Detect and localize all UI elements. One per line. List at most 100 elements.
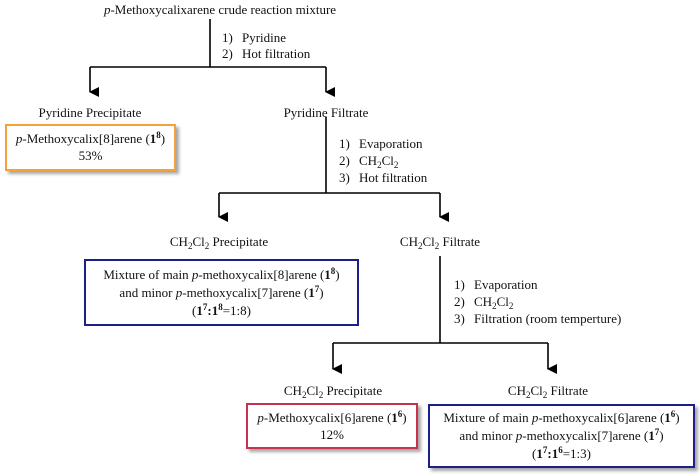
- formula-subscript: 2: [377, 160, 382, 170]
- step-list-2-item-2: 2)CH2Cl2: [339, 153, 398, 170]
- compound-id: 1: [308, 285, 315, 300]
- step-text: Evaporation: [359, 136, 423, 151]
- mixture-ratio: (17:18=1:8): [86, 302, 357, 320]
- line-text: and minor: [119, 285, 176, 300]
- start-material-text: -Methoxycalixarene crude reaction mixtur…: [110, 2, 337, 17]
- formula-subscript: 2: [301, 390, 307, 400]
- compound-number: 18: [150, 130, 161, 147]
- compound-superscript: 6: [670, 409, 676, 419]
- step-list-3-item-3: 3) Filtration (room temperture): [454, 311, 621, 327]
- compound-superscript: 6: [397, 409, 403, 419]
- formula-part: CH: [474, 294, 493, 309]
- methoxycalix8arene-box: p-Methoxycalix[8]arene (18) 53%: [5, 124, 176, 171]
- formula-part: CH: [283, 383, 302, 398]
- formula-part: Cl: [530, 383, 543, 398]
- step-text: Filtration (room temperture): [474, 311, 622, 326]
- formula-part: CH: [399, 234, 418, 249]
- italic-prefix: p: [103, 2, 111, 17]
- compound-superscript: 8: [156, 130, 161, 140]
- formula-subscript: 2: [542, 390, 548, 400]
- step-list-1-item-2: 2) Hot filtration: [222, 46, 310, 62]
- label-text: Filtrate: [439, 234, 481, 249]
- ratio-value: =1:3): [562, 446, 591, 461]
- compound-id: 1: [536, 446, 543, 461]
- step-number: 1): [339, 136, 350, 151]
- formula-subscript: 2: [318, 390, 324, 400]
- step-number: 2): [454, 294, 465, 309]
- step-list-1-item-1: 1)Pyridine: [222, 30, 286, 46]
- compound-number: 16: [391, 409, 403, 426]
- step-number: 3): [454, 311, 465, 326]
- italic-prefix: p: [191, 267, 199, 282]
- mixture-line-1: Mixture of main p-methoxycalix[6]arene (…: [430, 409, 693, 427]
- compound-superscript: 6: [558, 445, 563, 455]
- close-paren: ): [335, 267, 340, 282]
- yield-value: 53%: [78, 148, 103, 163]
- compound-name: -methoxycalix[7]arene (: [182, 285, 309, 300]
- ratio-open: (: [532, 446, 537, 461]
- formula-part: Cl: [381, 153, 394, 168]
- compound-name: -methoxycalix[7]arene (: [522, 428, 649, 443]
- start-material-label: p-Methoxycalixarene crude reaction mixtu…: [80, 2, 360, 18]
- close-paren: ): [160, 131, 166, 146]
- step-list-3-item-2: 2)CH2Cl2: [454, 294, 514, 311]
- compound-number: 17: [308, 284, 320, 301]
- compound-id: 1: [196, 303, 203, 318]
- ratio-value: =1:8): [222, 303, 251, 318]
- ratio-colon: :: [207, 303, 212, 318]
- mixture-line-2: and minor p-methoxycalix[7]arene (17): [86, 284, 357, 302]
- formula-part: CH: [359, 153, 378, 168]
- ch2cl2-precipitate-label-1: CH2Cl2 Precipitate: [149, 234, 289, 251]
- close-paren: ): [675, 410, 680, 425]
- formula-subscript: 2: [417, 241, 423, 251]
- line-text: Mixture of main: [443, 410, 532, 425]
- line-text: Mixture of main: [103, 267, 192, 282]
- italic-prefix: p: [257, 410, 264, 425]
- ch2cl2-precipitate-label-2: CH2Cl2 Precipitate: [263, 383, 403, 400]
- step-number: 3): [339, 170, 350, 185]
- step-number: 1): [222, 30, 233, 45]
- mixture-line-1: Mixture of main p-methoxycalix[8]arene (…: [86, 266, 357, 284]
- compound-superscript: 7: [314, 284, 320, 294]
- label-text: Precipitate: [323, 383, 383, 398]
- formula-subscript: 2: [187, 241, 193, 251]
- label-text: Filtrate: [547, 383, 589, 398]
- compound-number: 17: [648, 427, 660, 444]
- ratio-compound: 17:18: [196, 302, 222, 319]
- compound-name-line: p-Methoxycalix[6]arene (16): [248, 409, 416, 426]
- compound-id: 1: [664, 410, 671, 425]
- formula-subscript: 2: [434, 241, 440, 251]
- formula-part: CH: [507, 383, 526, 398]
- compound-superscript: 7: [654, 427, 660, 437]
- compound-id: 1: [391, 410, 398, 425]
- formula-part: Cl: [306, 383, 319, 398]
- pyridine-precipitate-label: Pyridine Precipitate: [38, 105, 142, 120]
- compound-superscript: 8: [330, 266, 336, 276]
- ch2cl2-filtrate-label-1: CH2Cl2 Filtrate: [380, 234, 500, 251]
- ratio-colon: :: [547, 446, 552, 461]
- compound-name: -methoxycalix[6]arene (: [538, 410, 665, 425]
- step-list-2-item-3: 3)Hot filtration: [339, 170, 427, 186]
- methoxycalix6arene-box: p-Methoxycalix[6]arene (16) 12%: [246, 403, 418, 449]
- step-text: Hot filtration: [242, 46, 311, 61]
- formula-part: Cl: [496, 294, 509, 309]
- step-list-2-item-1: 1) Evaporation: [339, 136, 423, 152]
- solvent-formula: CH2Cl2: [474, 294, 514, 311]
- ratio-open: (: [192, 303, 197, 318]
- compound-id: 1: [551, 446, 559, 461]
- formula-part: CH: [169, 234, 188, 249]
- compound-superscript: 7: [202, 302, 208, 312]
- step-list-3-item-1: 1)Evaporation: [454, 277, 538, 293]
- mixture-line-2: and minor p-methoxycalix[7]arene (17): [430, 427, 693, 445]
- close-paren: ): [319, 285, 324, 300]
- compound-superscript: 7: [542, 445, 548, 455]
- yield-value: 12%: [320, 427, 344, 442]
- formula-subscript: 2: [508, 301, 514, 311]
- pyridine-filtrate-label: Pyridine Filtrate: [283, 105, 369, 120]
- compound-name: -Methoxycalix[6]arene (: [263, 410, 392, 425]
- close-paren: ): [659, 428, 664, 443]
- step-number: 2): [222, 46, 233, 61]
- italic-prefix: p: [515, 428, 523, 443]
- calix6-calix7-mixture-box: Mixture of main p -methoxycalix[6]arene (…: [428, 404, 695, 468]
